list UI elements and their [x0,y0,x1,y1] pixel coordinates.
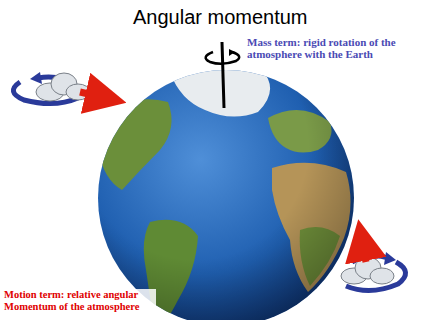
mass-term-label: Mass term: rigid rotation of the atmosph… [247,36,427,60]
motion-term-label: Motion term: relative angular Momentum o… [2,289,156,313]
diagram-title: Angular momentum [133,6,308,29]
